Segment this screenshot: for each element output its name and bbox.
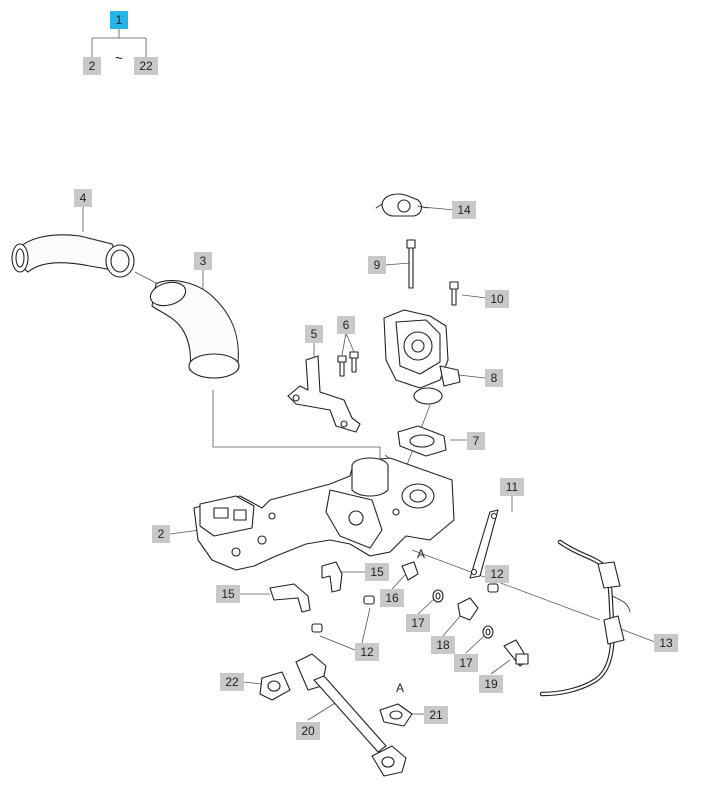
callout-11[interactable]: 11	[500, 478, 524, 496]
part-intake-manifold	[193, 457, 455, 571]
svg-text:8: 8	[491, 371, 498, 385]
part-strip-bracket	[469, 509, 499, 579]
assembly-header: 1 2 ~ 22	[83, 11, 158, 75]
callout-4[interactable]: 4	[74, 189, 92, 207]
part-bolts-12	[311, 583, 499, 633]
callout-2[interactable]: 2	[152, 525, 170, 543]
part-intake-pipe	[11, 234, 135, 278]
svg-text:6: 6	[343, 318, 350, 332]
part-sensor	[375, 193, 429, 217]
svg-text:17: 17	[459, 656, 473, 670]
callout-22[interactable]: 22	[220, 673, 244, 691]
svg-text:12: 12	[490, 567, 504, 581]
callout-range-start[interactable]: 2	[83, 57, 101, 75]
callout-15-left[interactable]: 15	[216, 585, 240, 603]
part-fitting	[401, 561, 419, 581]
svg-text:2: 2	[158, 527, 165, 541]
svg-text:3: 3	[200, 254, 207, 268]
callout-10[interactable]: 10	[485, 290, 509, 308]
callout-21[interactable]: 21	[424, 706, 448, 724]
svg-text:11: 11	[506, 480, 519, 494]
part-egr-gasket	[397, 425, 447, 457]
svg-text:9: 9	[374, 258, 381, 272]
callout-9[interactable]: 9	[368, 256, 386, 274]
callout-18[interactable]: 18	[431, 636, 455, 654]
svg-text:18: 18	[436, 638, 450, 652]
svg-text:7: 7	[473, 434, 480, 448]
callout-15-middle[interactable]: 15	[365, 563, 389, 581]
svg-text:22: 22	[225, 675, 239, 689]
part-short-bolt	[449, 281, 459, 306]
reference-mark-a-lower: A	[396, 681, 404, 695]
svg-text:13: 13	[659, 636, 673, 650]
svg-text:4: 4	[80, 191, 87, 205]
svg-text:14: 14	[457, 203, 471, 217]
svg-text:21: 21	[429, 708, 443, 722]
callout-16[interactable]: 16	[380, 589, 404, 607]
callout-12-bottom[interactable]: 12	[355, 643, 379, 661]
svg-text:10: 10	[490, 292, 504, 306]
callout-17-lower[interactable]: 17	[454, 654, 478, 672]
part-small-brackets	[269, 561, 343, 613]
svg-text:12: 12	[360, 645, 374, 659]
callouts: 2 3 4 5 6 7 8 9 10 11 12 12 13 14 15 15 …	[74, 189, 678, 740]
svg-text:5: 5	[311, 327, 318, 341]
part-banjo-assembly	[432, 589, 529, 667]
callout-7[interactable]: 7	[467, 432, 485, 450]
part-long-bolt	[406, 239, 416, 289]
callout-17-upper[interactable]: 17	[406, 614, 430, 632]
callout-14[interactable]: 14	[452, 201, 476, 219]
svg-text:22: 22	[139, 59, 153, 73]
svg-text:16: 16	[385, 591, 399, 605]
callout-assembly-1[interactable]: 1	[110, 11, 128, 29]
svg-text:17: 17	[411, 616, 425, 630]
callout-12-right[interactable]: 12	[485, 565, 509, 583]
reference-mark-a-upper: A	[417, 547, 425, 561]
part-small-gasket	[379, 703, 413, 727]
svg-text:19: 19	[484, 677, 498, 691]
part-bracket-and-bolts	[287, 351, 361, 433]
part-egr-pipe	[295, 653, 407, 777]
callout-6[interactable]: 6	[337, 316, 355, 334]
callout-range-end[interactable]: 22	[134, 57, 158, 75]
callout-13[interactable]: 13	[654, 634, 678, 652]
part-elbow-hose	[149, 280, 240, 379]
callout-3[interactable]: 3	[194, 252, 212, 270]
range-separator: ~	[115, 50, 123, 66]
svg-text:15: 15	[221, 587, 235, 601]
callout-5[interactable]: 5	[305, 325, 323, 343]
callout-20[interactable]: 20	[296, 722, 320, 740]
part-wiring-harness	[539, 539, 631, 697]
part-pipe-gasket	[259, 671, 291, 701]
part-egr-valve	[383, 309, 461, 405]
svg-text:1: 1	[116, 13, 123, 27]
svg-text:2: 2	[89, 59, 96, 73]
svg-text:20: 20	[301, 724, 315, 738]
callout-8[interactable]: 8	[485, 369, 503, 387]
callout-19[interactable]: 19	[479, 675, 503, 693]
svg-text:15: 15	[370, 565, 384, 579]
